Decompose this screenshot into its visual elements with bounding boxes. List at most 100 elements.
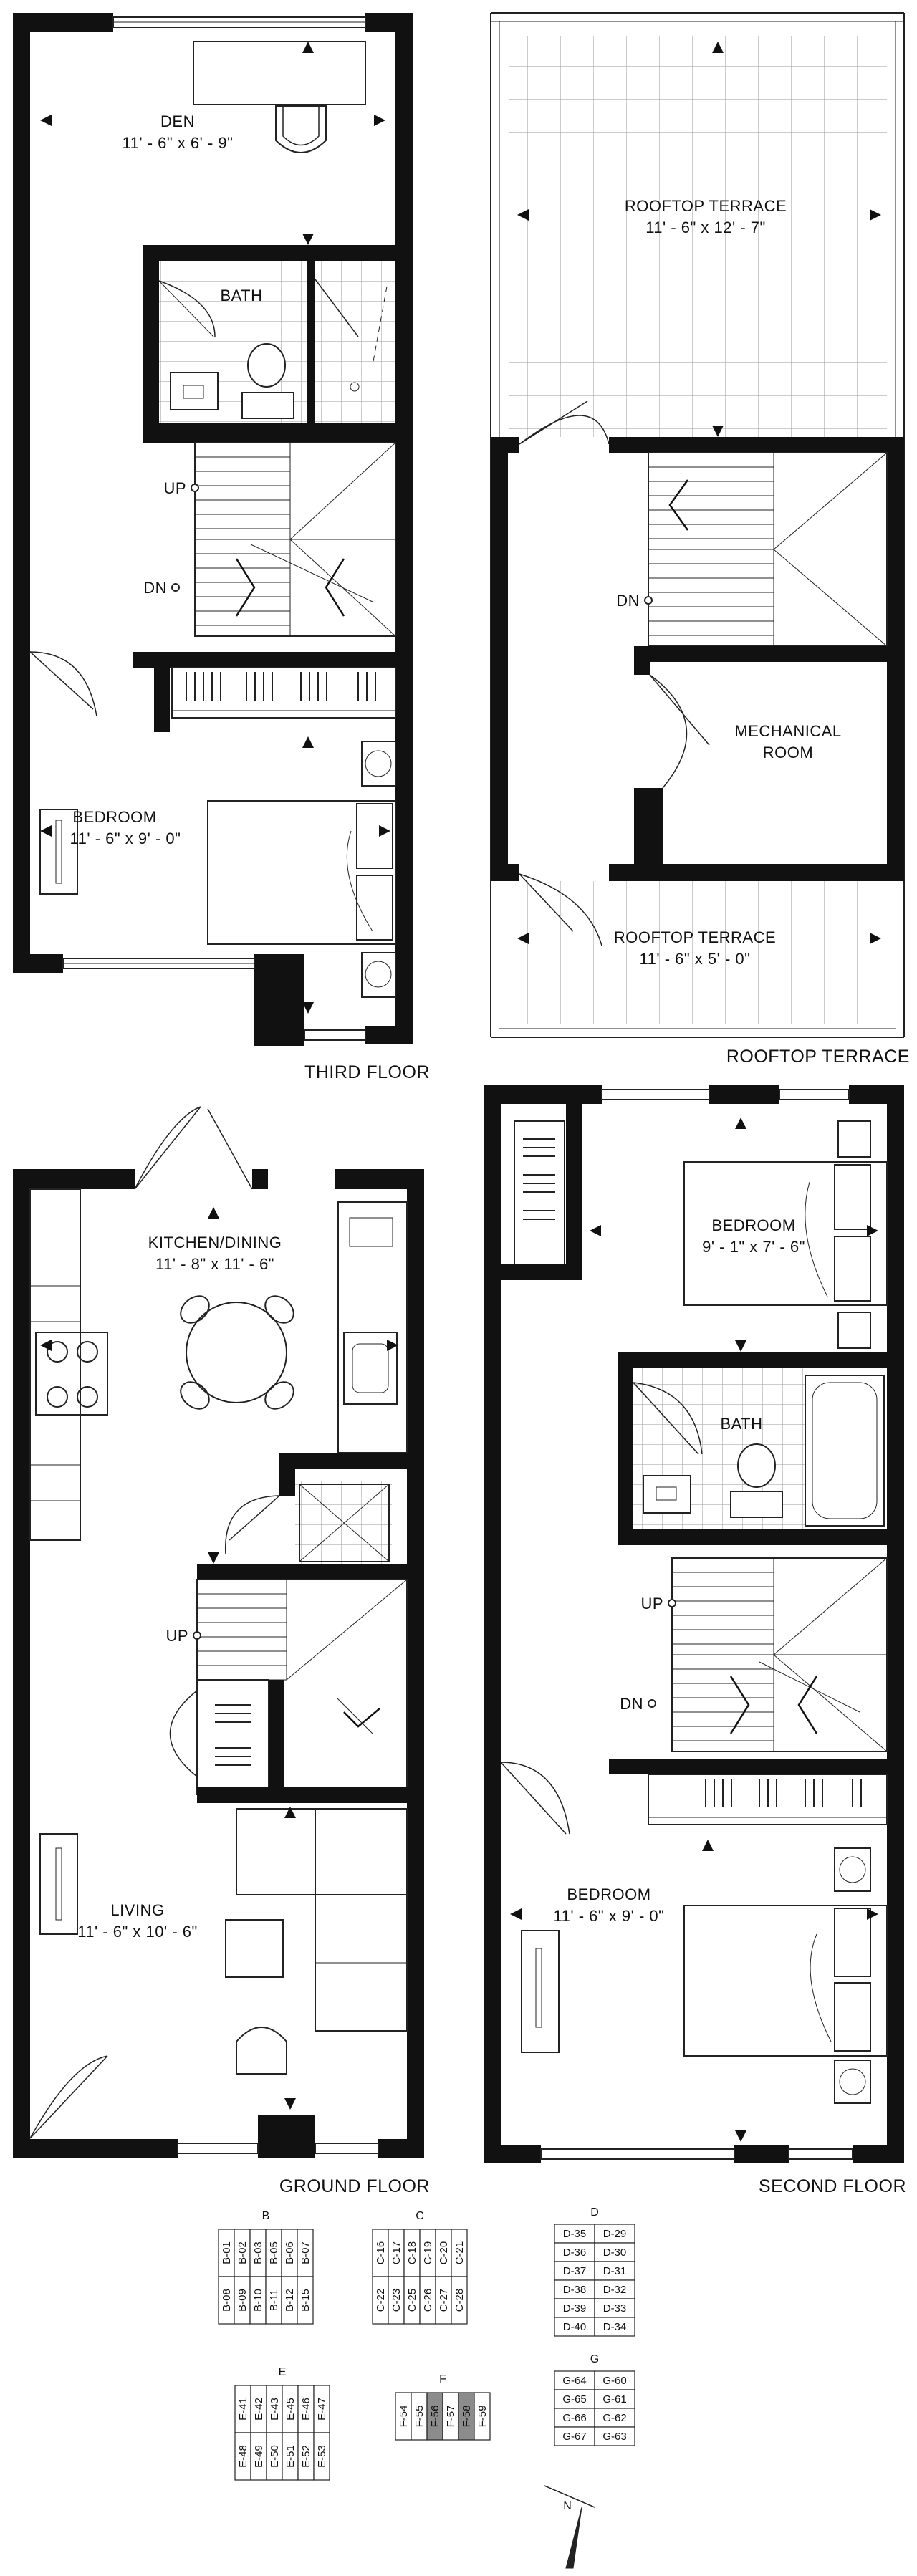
coffee-table [225,1919,284,1978]
stove [35,1332,108,1416]
north-arrow-icon: N [544,2485,595,2569]
wall [609,437,904,453]
key-plan-unit [594,2408,635,2428]
key-plan-unit-label: B-06 [284,2241,296,2264]
wall [143,245,159,443]
room-name-mechanical-2: ROOM [763,744,813,761]
window [788,2148,853,2160]
key-plan-unit [554,2242,595,2262]
key-plan-unit [594,2298,635,2318]
wall [484,1085,602,1104]
key-plan-unit [594,2370,635,2390]
nightstand [834,2060,871,2104]
key-plan-unit-label: B-09 [236,2289,249,2312]
wall [491,437,508,881]
terrace-tiles [509,36,887,437]
wall [133,652,413,668]
key-plan-unit [474,2392,491,2441]
door-swing [158,280,216,337]
key-plan-unit-label: C-21 [453,2241,466,2265]
door-swing [519,400,610,445]
key-plan-unit-label: B-12 [284,2289,296,2312]
wall [887,1085,904,2163]
key-plan-unit-label: E-53 [316,2445,328,2468]
room-name-den: DEN [160,112,195,130]
wall [395,13,413,1044]
key-plan-unit-label: C-16 [375,2241,387,2265]
floor-label-rooftop: ROOFTOP TERRACE [726,1047,910,1067]
bathtub [805,1375,885,1527]
kitchen-counter [337,1201,408,1453]
key-plan-unit [554,2261,595,2281]
stair-dn-roof: DN [616,592,640,610]
bed [207,800,396,945]
room-name-bedroom-third: BEDROOM [72,808,156,826]
key-plan-unit-label: C-20 [438,2241,450,2265]
window [540,2148,735,2160]
second-floor-plan [484,1085,904,2163]
key-plan-unit-label: F-55 [413,2406,426,2428]
tv-unit [39,809,78,895]
key-plan-unit [451,2276,468,2325]
key-plan-unit-label: E-50 [269,2445,281,2468]
window [315,2143,379,2154]
nightstand [361,952,396,998]
wall [197,1564,424,1580]
wall [13,13,113,32]
key-plan-unit-label: B-15 [299,2289,312,2312]
key-plan-unit [594,2242,635,2262]
bed [683,1905,888,2057]
dimension-arrows [40,1207,398,2110]
room-name-living: LIVING [110,1901,164,1919]
wall [13,1169,30,2158]
stairs-third [194,442,396,637]
window [304,1029,366,1041]
key-plan-unit-label: D-34 [603,2321,627,2333]
key-plan-unit-label: F-58 [461,2406,473,2428]
key-plan-unit [594,2426,635,2446]
wall [734,2145,789,2163]
key-plan-unit-label: C-23 [390,2289,403,2312]
key-plan-unit-label: D-32 [603,2284,627,2296]
room-size-terrace-bottom: 11' - 6" x 5' - 0" [640,950,751,968]
room-name-terrace-bottom: ROOFTOP TERRACE [614,928,776,946]
key-plan-unit-label: E-49 [253,2445,265,2468]
key-plan-unit-label: E-46 [300,2398,312,2421]
key-plan-unit-label: D-40 [563,2321,587,2333]
key-plan-unit-label: B-01 [221,2241,233,2264]
third-floor-plan [13,13,413,1046]
dimension-arrows [40,42,390,1014]
bed [683,1161,888,1306]
key-plan-unit-label: F-59 [476,2406,489,2428]
key-plan-unit-label: D-38 [563,2284,587,2296]
door-swing [225,1495,280,1555]
key-plan-block-name: F [439,2373,446,2385]
key-plan-unit [554,2317,595,2337]
door-swing [519,873,602,946]
wall [634,646,904,662]
wall [254,954,304,1046]
wall [365,13,413,32]
key-plan-unit-label: C-18 [406,2241,418,2265]
wall [13,954,63,973]
room-size-bedroom-second-top: 9' - 1" x 7' - 6" [702,1238,805,1256]
key-plan-unit [554,2279,595,2299]
north-label: N [563,2500,572,2512]
shower [315,261,395,423]
closet [196,1679,269,1795]
stair-dn-third: DN [143,579,167,597]
key-plan-unit-label: G-60 [602,2375,626,2387]
wall [618,1352,633,1545]
door-swing [633,1382,703,1455]
toilet [730,1491,783,1518]
room-name-bath-third: BATH [220,287,262,304]
dining-table [186,1302,287,1403]
door-swing [134,1106,201,1190]
key-plan-unit-label: G-65 [562,2393,586,2406]
tv-unit [39,1833,78,1935]
closet [648,1774,888,1825]
room-size-kitchen: 11' - 8" x 11' - 6" [155,1255,274,1273]
key-plan-unit-label: F-54 [398,2406,410,2428]
key-plan-unit-label: G-64 [562,2375,586,2387]
